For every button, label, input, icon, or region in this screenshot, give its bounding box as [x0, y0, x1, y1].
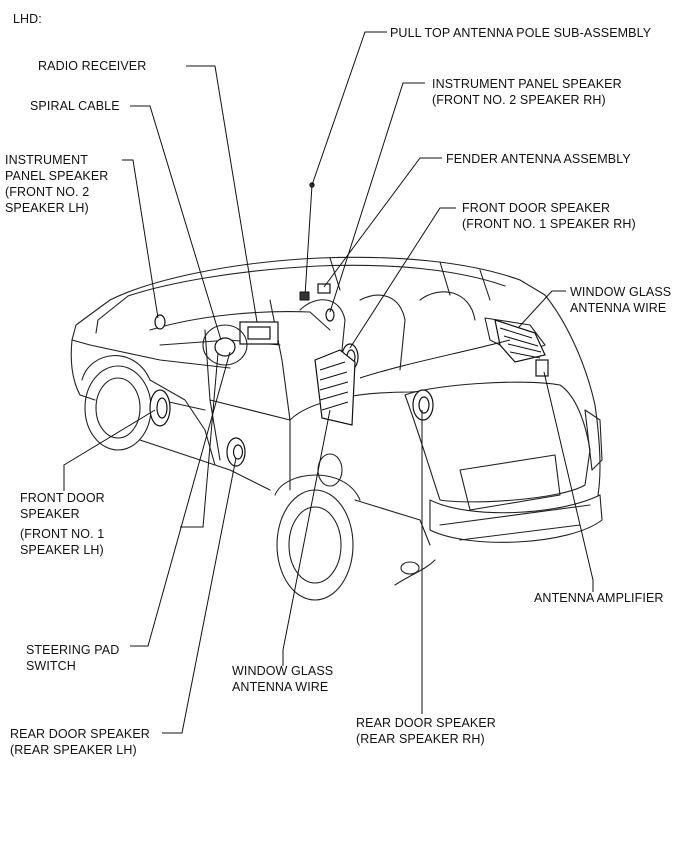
label-line: (FRONT NO. 1 [20, 527, 105, 541]
lhd-text: LHD: [13, 12, 42, 26]
label-rear-door-speaker-lh: REAR DOOR SPEAKER (REAR SPEAKER LH) [10, 726, 150, 758]
label-line: (REAR SPEAKER RH) [356, 732, 485, 746]
fender-antenna [317, 283, 331, 294]
label-steering-pad-switch: STEERING PAD SWITCH [26, 642, 119, 674]
vehicle-body [70, 256, 603, 601]
label-front-door-speaker-lh: FRONT DOOR SPEAKER (FRONT NO. 1 SPEAKER … [20, 490, 105, 558]
antenna-base [299, 291, 310, 301]
label-front-door-speaker-rh: FRONT DOOR SPEAKER (FRONT NO. 1 SPEAKER … [462, 200, 636, 232]
label-line: ANTENNA WIRE [232, 680, 329, 694]
label-line: SPEAKER LH) [5, 201, 89, 215]
ip-speaker-rh [325, 308, 335, 322]
label-line: SPIRAL CABLE [30, 99, 120, 113]
side-window-antenna [314, 349, 356, 426]
label-line: PULL TOP ANTENNA POLE SUB-ASSEMBLY [390, 26, 652, 40]
label-window-glass-antenna-right: WINDOW GLASS ANTENNA WIRE [570, 284, 671, 316]
label-line: INSTRUMENT [5, 153, 88, 167]
lhd-label: LHD: [13, 11, 42, 27]
label-line: STEERING PAD [26, 643, 120, 657]
label-line: INSTRUMENT PANEL SPEAKER [432, 77, 622, 91]
label-line: FRONT DOOR SPEAKER [462, 201, 611, 215]
label-radio-receiver: RADIO RECEIVER [38, 58, 146, 74]
label-pull-top-antenna: PULL TOP ANTENNA POLE SUB-ASSEMBLY [390, 25, 651, 41]
label-line: ANTENNA WIRE [570, 301, 667, 315]
label-line: REAR DOOR SPEAKER [356, 716, 496, 730]
ip-speaker-lh [154, 314, 166, 330]
label-line: ANTENNA AMPLIFIER [534, 591, 664, 605]
components [149, 182, 549, 467]
label-line: REAR DOOR SPEAKER [10, 727, 150, 741]
label-line: WINDOW GLASS [232, 664, 334, 678]
label-spiral-cable: SPIRAL CABLE [30, 98, 120, 114]
antenna-amplifier [535, 359, 549, 377]
label-line: WINDOW GLASS [570, 285, 672, 299]
label-fender-antenna: FENDER ANTENNA ASSEMBLY [446, 151, 631, 167]
label-line: SPEAKER [20, 507, 80, 521]
spiral-cable-part [214, 337, 236, 357]
antenna-pole [304, 184, 313, 297]
label-ip-speaker-rh: INSTRUMENT PANEL SPEAKER (FRONT NO. 2 SP… [432, 76, 622, 108]
label-line: (FRONT NO. 2 SPEAKER RH) [432, 93, 606, 107]
label-line: SPEAKER LH) [20, 543, 104, 557]
label-line: SWITCH [26, 659, 76, 673]
label-line: (FRONT NO. 1 SPEAKER RH) [462, 217, 636, 231]
label-ip-speaker-lh: INSTRUMENT PANEL SPEAKER (FRONT NO. 2 SP… [5, 152, 108, 216]
label-line: PANEL SPEAKER [5, 169, 109, 183]
label-line: (FRONT NO. 2 [5, 185, 90, 199]
antenna-cable [359, 339, 511, 379]
steering-wheel [202, 324, 248, 366]
label-line: RADIO RECEIVER [38, 59, 147, 73]
label-line: FENDER ANTENNA ASSEMBLY [446, 152, 631, 166]
leader-lines [63, 31, 594, 734]
label-line: FRONT DOOR [20, 491, 105, 505]
label-rear-door-speaker-rh: REAR DOOR SPEAKER (REAR SPEAKER RH) [356, 715, 496, 747]
label-antenna-amplifier: ANTENNA AMPLIFIER [534, 590, 664, 606]
label-window-glass-antenna-bottom: WINDOW GLASS ANTENNA WIRE [232, 663, 333, 695]
label-line: (REAR SPEAKER LH) [10, 743, 137, 757]
